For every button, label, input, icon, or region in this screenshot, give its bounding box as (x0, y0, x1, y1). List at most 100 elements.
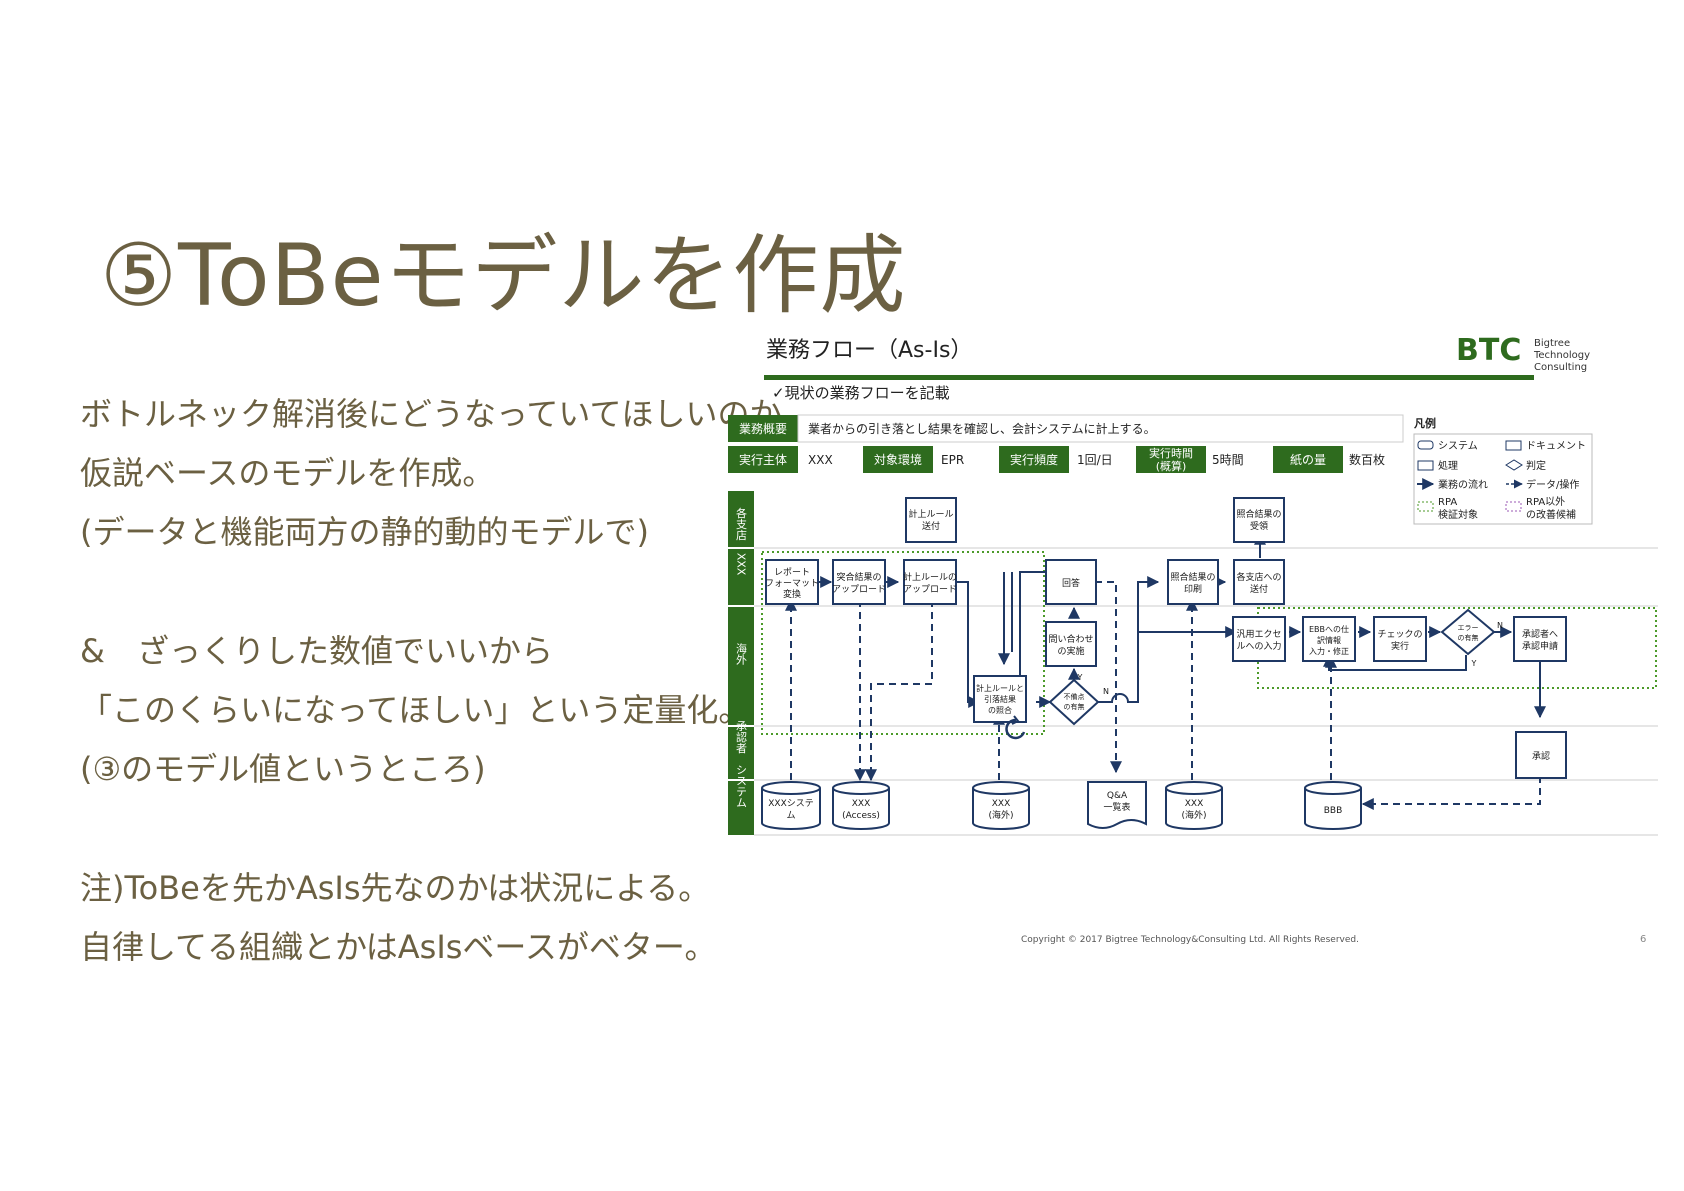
embedded-slide: 業務フロー（As-Is） ✓現状の業務フローを記載 BTC Bigtree Te… (728, 332, 1658, 972)
node-n6 (1045, 559, 1097, 605)
swimlanes: 各支店 XXX 海外 承認者 システム (728, 491, 1658, 836)
node-s6 (1304, 788, 1362, 830)
node-label: 計上ルール (908, 508, 953, 520)
node-label: (海外) (1181, 809, 1206, 821)
node-label: 送付 (922, 520, 940, 532)
legend-data: データ/操作 (1526, 478, 1579, 491)
node-label: レポート (774, 567, 810, 578)
node-label: 印刷 (1184, 583, 1202, 595)
logo-line3: Consulting (1534, 362, 1587, 373)
node-label: XXX (992, 799, 1011, 809)
body-line: 注)ToBeを先かAsIs先なのかは状況による。 (80, 869, 711, 907)
node-label: の有無 (1064, 702, 1085, 711)
flow-diagram: 業務フロー（As-Is） ✓現状の業務フローを記載 BTC Bigtree Te… (728, 333, 1658, 945)
process-boxes (765, 497, 1567, 779)
node-label: 承認申請 (1522, 640, 1558, 652)
node-label: (Access) (842, 811, 880, 821)
node-labels: 計上ルール 送付 照合結果の 受領 レポート フォーマット 変換 突合結果の ア… (765, 508, 1558, 762)
legend-rpa-1: RPA (1438, 497, 1457, 508)
lane-label: 海外 (735, 642, 748, 666)
node-n13 (1513, 616, 1567, 662)
system-labels: XXXシステ ム XXX (Access) XXX (海外) Q&A 一覧表 X… (768, 791, 1342, 821)
node-label: 照合結果の (1170, 571, 1215, 583)
overview-value: 業者からの引き落とし結果を確認し、会計システムに計上する。 (808, 421, 1156, 436)
node-label: 回答 (1062, 577, 1080, 589)
body-line: 自律してる組織とかはAsIsベースがベター。 (80, 928, 717, 966)
node-label: 承認 (1532, 750, 1550, 762)
node-label: Q&A (1107, 791, 1128, 801)
slide-subheading: ✓現状の業務フローを記載 (772, 384, 950, 402)
data-connectors (785, 581, 1541, 810)
node-label: (海外) (988, 809, 1013, 821)
info-label-cell (728, 415, 798, 442)
node-s3 (972, 788, 1030, 830)
copyright: Copyright © 2017 Bigtree Technology&Cons… (1021, 935, 1359, 945)
page-title: ⑤ToBeモデルを作成 (100, 226, 907, 326)
node-label: 一覧表 (1103, 801, 1130, 813)
paper-label: 紙の量 (1290, 452, 1326, 467)
node-s5 (1165, 788, 1223, 830)
node-label: の照合 (988, 705, 1012, 715)
node-label: 問い合わせ (1048, 633, 1093, 645)
node-label: チェックの (1377, 629, 1422, 640)
node-label: 受領 (1250, 520, 1268, 532)
node-label: XXXシステ (768, 798, 814, 809)
node-label: 照合結果の (1236, 508, 1281, 520)
logo-line1: Bigtree (1534, 338, 1570, 349)
node-n7 (1167, 559, 1219, 605)
env-value: EPR (941, 453, 964, 467)
node-label: アップロード (903, 584, 957, 595)
heading-rule (764, 375, 1534, 380)
body-line: 「このくらいになってほしい」という定量化。 (80, 691, 751, 729)
body-line: ボトルネック解消後にどうなっていてほしいのか (80, 395, 782, 433)
node-label: EBBへの仕 (1309, 624, 1349, 634)
time-label-2: (概算) (1156, 459, 1187, 473)
node-label: XXX (1185, 799, 1204, 809)
yes-label: Y (1471, 659, 1477, 668)
node-n15 (1515, 731, 1567, 779)
logo-line2: Technology (1533, 350, 1590, 361)
system-shapes (761, 781, 1362, 830)
node-label: の有無 (1458, 633, 1479, 642)
node-label: 計上ルールの (903, 571, 957, 583)
freq-label: 実行頻度 (1010, 452, 1058, 467)
node-label: 変換 (783, 588, 801, 600)
legend-document-icon (1505, 440, 1522, 451)
node-n8 (1233, 559, 1285, 605)
node-label: ルへの入力 (1236, 640, 1281, 652)
rpa-region (761, 551, 1045, 735)
time-label-1: 実行時間 (1149, 446, 1193, 460)
no-label: N (1103, 687, 1109, 696)
legend-nonrpa-2: の改善候補 (1526, 508, 1576, 521)
node-n5 (903, 559, 957, 605)
slide-heading: 業務フロー（As-Is） (766, 338, 972, 363)
node-n14 (973, 675, 1027, 723)
node-label: 引落結果 (984, 694, 1016, 704)
actor-value: XXX (808, 453, 833, 467)
legend: 凡例 システム ドキュメント 処理 判定 業務の流れ データ/操作 RPA 検証… (1413, 416, 1593, 525)
lane-label: XXX (735, 553, 748, 576)
legend-system: システム (1438, 440, 1478, 452)
legend-rpa-2: 検証対象 (1438, 508, 1478, 521)
node-d1 (1048, 678, 1100, 726)
node-s2 (832, 788, 890, 830)
info-row-2: 実行主体 XXX 対象環境 EPR 実行頻度 1回/日 実行時間 (概算) 5時… (728, 446, 1385, 473)
node-label: 汎用エクセ (1236, 629, 1281, 640)
logo-mark: BTC (1456, 333, 1521, 368)
body-line: (データと機能両方の静的動的モデルで) (80, 513, 649, 551)
actor-label: 実行主体 (739, 452, 787, 467)
node-label: 送付 (1250, 583, 1268, 595)
legend-process: 処理 (1438, 459, 1458, 472)
paper-value: 数百枚 (1349, 452, 1385, 467)
node-label: アップロード (832, 584, 886, 595)
node-label: の実施 (1057, 645, 1084, 657)
node-n11 (1302, 616, 1356, 662)
legend-decision-icon (1505, 459, 1523, 471)
legend-document: ドキュメント (1526, 441, 1586, 452)
lane-label: 各支店 (735, 506, 748, 540)
node-label: 不備点 (1064, 692, 1085, 701)
btc-logo: BTC Bigtree Technology Consulting (1456, 333, 1590, 373)
node-label: 各支店への (1236, 571, 1281, 583)
legend-flow: 業務の流れ (1438, 478, 1488, 491)
info-value-cell (797, 414, 1404, 443)
